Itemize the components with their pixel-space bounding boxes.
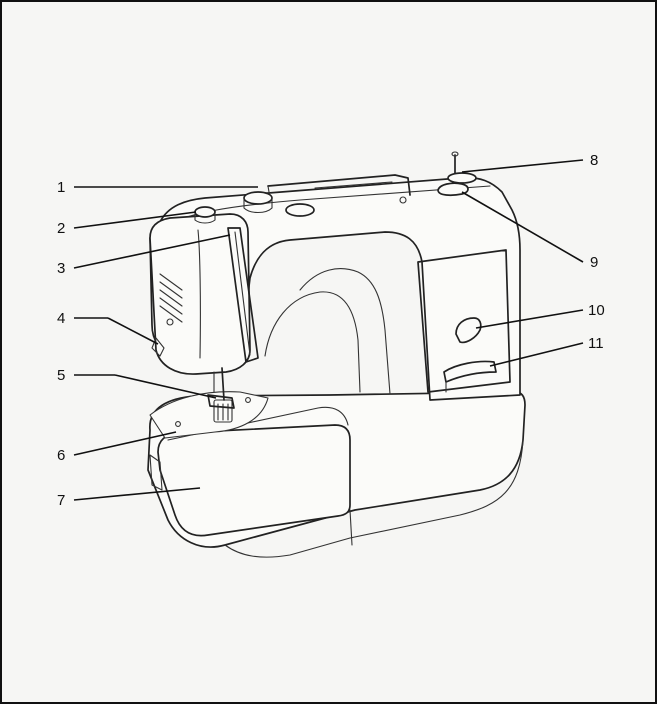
spool-pin bbox=[447, 151, 477, 184]
callout-9: 9 bbox=[590, 254, 599, 271]
callout-10: 10 bbox=[588, 302, 605, 319]
callout-3: 3 bbox=[57, 260, 66, 277]
pattern-selector-dial bbox=[455, 317, 482, 344]
callout-11: 11 bbox=[588, 335, 604, 352]
stitch-length-dial bbox=[443, 360, 497, 393]
callout-5: 5 bbox=[57, 367, 66, 384]
callout-1: 1 bbox=[57, 179, 66, 196]
bobbin-winder bbox=[399, 182, 469, 204]
thread-guide bbox=[243, 191, 315, 217]
callout-7: 7 bbox=[57, 492, 66, 509]
front-panel bbox=[417, 249, 511, 393]
leader-lines bbox=[73, 159, 584, 501]
face-cover bbox=[149, 213, 251, 375]
presser-foot-lever bbox=[151, 337, 165, 357]
needle-assembly bbox=[207, 367, 235, 409]
accessory-tray bbox=[149, 406, 351, 537]
callout-8: 8 bbox=[590, 152, 599, 169]
callout-2: 2 bbox=[57, 220, 66, 237]
callout-6: 6 bbox=[57, 447, 66, 464]
callout-4: 4 bbox=[57, 310, 66, 327]
take-up-lever bbox=[227, 227, 259, 363]
